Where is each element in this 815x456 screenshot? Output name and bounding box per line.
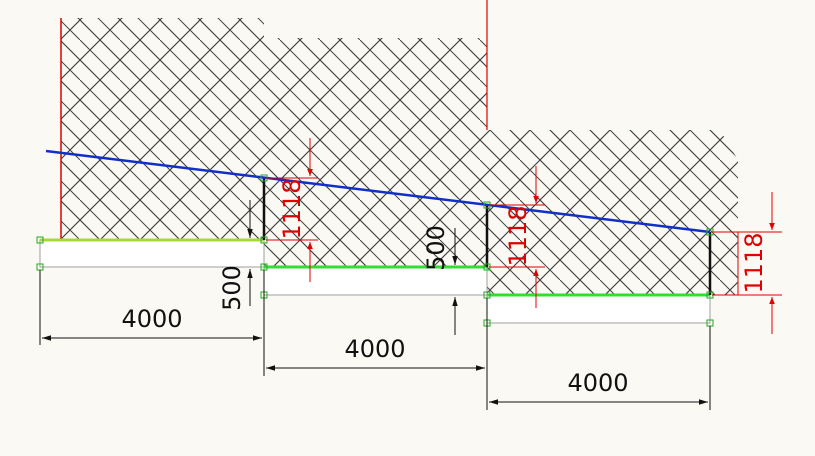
slope-line xyxy=(45,149,711,234)
height-dimension-1 xyxy=(266,138,318,282)
width-label-3: 4000 xyxy=(567,369,628,397)
rise-label-1: 500 xyxy=(218,265,246,311)
rise-label-2: 500 xyxy=(422,225,450,271)
height-dimension-3 xyxy=(712,192,782,334)
step-box-2 xyxy=(263,266,488,296)
hatched-wall-1 xyxy=(61,18,264,240)
width-label-1: 4000 xyxy=(121,305,182,333)
height-label-3: 1118 xyxy=(740,232,768,293)
step-box-3 xyxy=(486,294,711,324)
hatched-wall-3 xyxy=(487,130,738,295)
height-label-1: 1118 xyxy=(278,178,306,239)
width-dimension-3 xyxy=(486,326,711,410)
width-label-2: 4000 xyxy=(344,335,405,363)
height-label-2: 1118 xyxy=(504,205,532,266)
step-box-1 xyxy=(39,239,265,268)
height-dimension-2 xyxy=(489,166,545,308)
hatched-wall-2 xyxy=(264,38,487,267)
